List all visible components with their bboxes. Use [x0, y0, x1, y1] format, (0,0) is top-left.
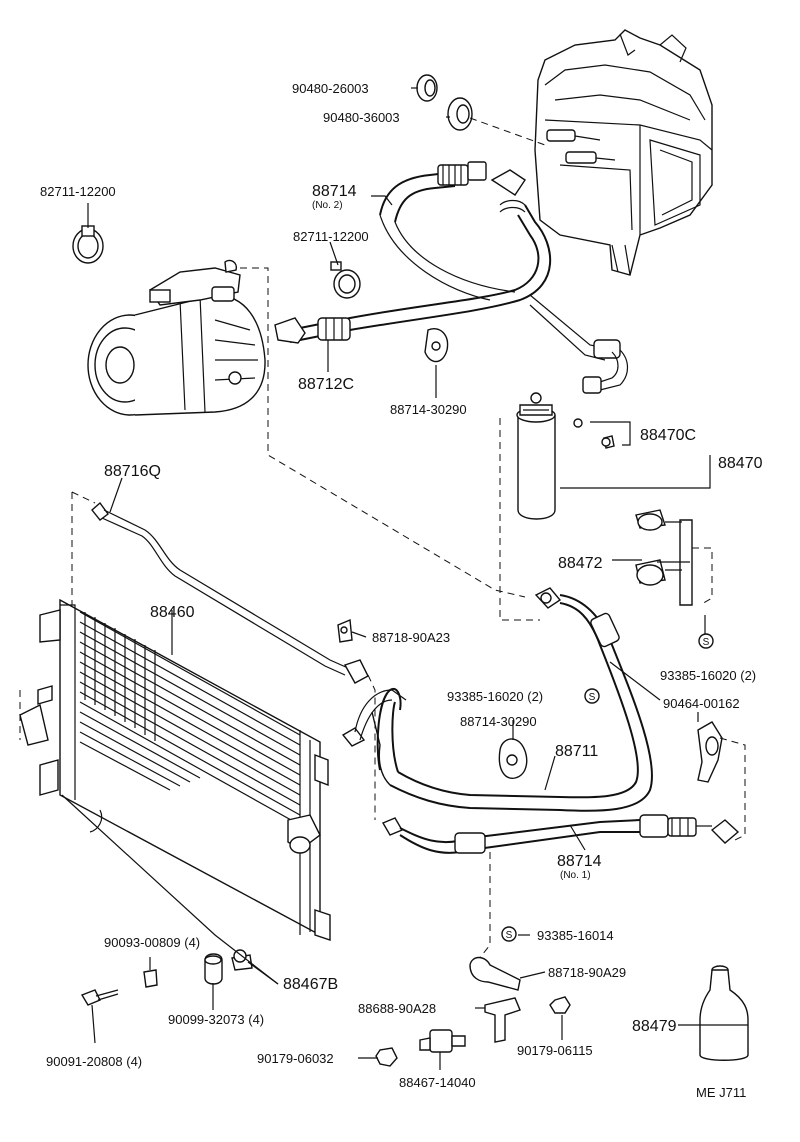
bolt-90091-20808 — [80, 989, 119, 1006]
label-88467b: 88467B — [283, 976, 338, 993]
clamp-90464-00162 — [697, 721, 723, 783]
label-88716q: 88716Q — [104, 463, 161, 480]
label-88688-90a28: 88688-90A28 — [358, 1001, 436, 1016]
label-82711-12200-left: 82711-12200 — [40, 184, 116, 199]
footer-code: ME J711 — [696, 1085, 746, 1100]
cushion-90099-32073 — [204, 953, 223, 985]
bolt-88718-90a23 — [337, 618, 353, 643]
label-88714-no1: 88714 — [557, 853, 602, 870]
label-82711-12200-mid: 82711-12200 — [293, 229, 369, 244]
label-88712c: 88712C — [298, 376, 354, 393]
label-88472: 88472 — [558, 555, 603, 572]
hose-88714-no2 — [289, 161, 629, 394]
label-88718-90a23: 88718-90A23 — [372, 630, 450, 645]
label-88467-14040: 88467-14040 — [399, 1075, 476, 1090]
label-90179-06032: 90179-06032 — [257, 1051, 334, 1066]
callout-s-2: S — [584, 688, 600, 704]
grommet-90480-26003 — [416, 74, 438, 102]
label-88718-90a29: 88718-90A29 — [548, 965, 626, 980]
clamp-88718-90a29 — [469, 956, 521, 991]
hose-88711 — [341, 587, 653, 812]
label-88714-no2: 88714 — [312, 183, 357, 200]
cushion-88467b — [231, 949, 253, 971]
clamp-82711-12200-left — [72, 225, 104, 264]
condenser-88460 — [19, 598, 331, 941]
compressor — [87, 259, 266, 416]
svg-text:S: S — [703, 637, 710, 648]
label-90480-26003: 90480-26003 — [292, 81, 369, 96]
label-90464-00162: 90464-00162 — [663, 696, 740, 711]
nut-90179-06032 — [375, 1047, 398, 1067]
clamp-82711-12200-mid — [330, 261, 361, 299]
label-88714-30290-lower: 88714-30290 — [460, 714, 537, 729]
gas-88479 — [699, 965, 749, 1061]
label-88714-no2-sub: (No. 2) — [312, 200, 343, 211]
condenser-fins — [79, 611, 301, 826]
label-90480-36003: 90480-36003 — [323, 110, 400, 125]
receiver-88470 — [516, 392, 556, 520]
clip-88714-30290-lower — [498, 738, 528, 779]
hose-88714-no1 — [381, 814, 740, 854]
label-88714-30290-upper: 88714-30290 — [390, 402, 467, 417]
svg-text:S: S — [506, 930, 513, 941]
switch-88467-14040 — [419, 1029, 466, 1053]
label-93385-16020-right: 93385-16020 (2) — [660, 668, 756, 683]
label-88711: 88711 — [555, 743, 598, 760]
label-88460: 88460 — [150, 604, 195, 621]
label-90093-00809: 90093-00809 (4) — [104, 935, 200, 950]
label-88470c: 88470C — [640, 427, 696, 444]
part-labels: 90480-26003 90480-36003 82711-12200 8871… — [40, 81, 763, 1100]
clip-88714-30290-upper — [424, 328, 449, 363]
label-88714-no1-sub: (No. 1) — [560, 870, 591, 881]
fitting-88712c — [274, 317, 351, 344]
tube-88716q — [91, 501, 369, 684]
grommet-90480-36003 — [447, 97, 473, 131]
label-90099-32073: 90099-32073 (4) — [168, 1012, 264, 1027]
label-90091-20808: 90091-20808 (4) — [46, 1054, 142, 1069]
bracket-88688-90a28 — [484, 997, 521, 1043]
callout-s-3: S — [501, 926, 517, 942]
label-93385-16014: 93385-16014 — [537, 928, 614, 943]
label-88470: 88470 — [718, 455, 763, 472]
bracket-88472 — [635, 509, 693, 606]
part-88470c — [573, 418, 615, 449]
svg-text:S: S — [589, 692, 596, 703]
label-93385-16020-mid: 93385-16020 (2) — [447, 689, 543, 704]
evaporator-unit — [534, 29, 713, 276]
label-90179-06115: 90179-06115 — [517, 1043, 593, 1058]
screw-90093-00809 — [143, 969, 158, 988]
nut-90179-06115 — [549, 996, 571, 1014]
callout-s-1: S — [698, 633, 714, 649]
label-88479: 88479 — [632, 1018, 677, 1035]
